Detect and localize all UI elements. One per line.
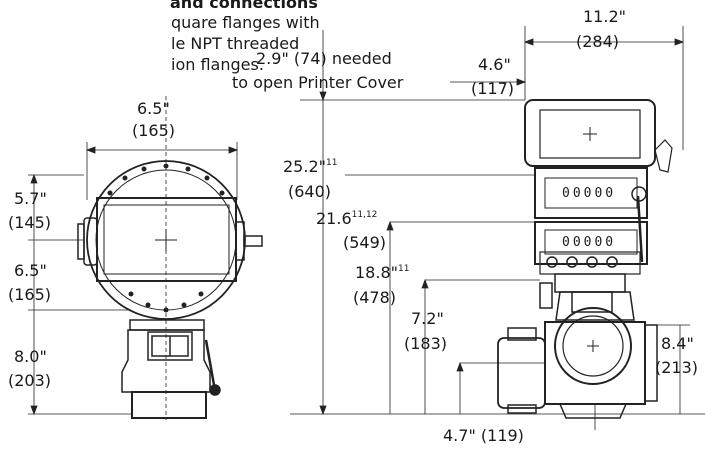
left-width-mm: (165) bbox=[132, 121, 176, 140]
header-line-3: ion flanges. bbox=[171, 55, 264, 74]
clearance-line-2: to open Printer Cover bbox=[232, 73, 404, 92]
right-width-in: 11.2" bbox=[583, 7, 626, 26]
bottom-dim: 4.7" (119) bbox=[443, 426, 524, 445]
left-dim2-mm: (165) bbox=[8, 285, 52, 304]
left-width-in: 6.5" bbox=[137, 99, 170, 118]
height-2-footnote: 11,12 bbox=[351, 210, 378, 220]
clearance-line-1: 2.9" (74) needed bbox=[256, 49, 392, 68]
side-dim-in: 8.4" bbox=[661, 334, 694, 353]
height-3-mm: (478) bbox=[353, 288, 397, 307]
header-line-1: quare flanges with bbox=[171, 13, 320, 32]
header-title: and connections bbox=[170, 0, 318, 12]
height-2-mm: (549) bbox=[343, 233, 387, 252]
height-2-in: 21.6 bbox=[316, 209, 352, 228]
left-dim1-in: 5.7" bbox=[14, 189, 47, 208]
right-offset-in: 4.6" bbox=[478, 55, 511, 74]
register-1-digits: 00000 bbox=[562, 186, 617, 201]
right-offset-mm: (117) bbox=[471, 79, 515, 98]
header-line-2: le NPT threaded bbox=[171, 34, 300, 53]
register-2-digits: 00000 bbox=[562, 235, 617, 250]
height-1-in: 25.2" bbox=[283, 157, 326, 176]
height-4-mm: (183) bbox=[404, 334, 448, 353]
height-3-in: 18.8" bbox=[355, 263, 398, 282]
height-1-mm: (640) bbox=[288, 182, 332, 201]
left-dim3-mm: (203) bbox=[8, 371, 52, 390]
left-dim1-mm: (145) bbox=[8, 213, 52, 232]
height-2: 21.611,12 bbox=[316, 210, 377, 231]
left-meter-drawing bbox=[77, 96, 263, 420]
height-3-footnote: 11 bbox=[397, 264, 410, 274]
right-meter-drawing bbox=[497, 99, 673, 419]
height-1: 25.2"11 bbox=[283, 158, 337, 179]
height-3: 18.8"11 bbox=[355, 264, 409, 285]
height-4-in: 7.2" bbox=[411, 309, 444, 328]
left-dim3-in: 8.0" bbox=[14, 347, 47, 366]
right-dimension-lines bbox=[290, 26, 705, 430]
side-dim-mm: (213) bbox=[655, 358, 699, 377]
left-dim2-in: 6.5" bbox=[14, 261, 47, 280]
flange-bolt-holes bbox=[107, 163, 225, 313]
left-dimension-lines bbox=[28, 142, 239, 416]
height-1-footnote: 11 bbox=[325, 158, 338, 168]
right-width-mm: (284) bbox=[576, 32, 620, 51]
